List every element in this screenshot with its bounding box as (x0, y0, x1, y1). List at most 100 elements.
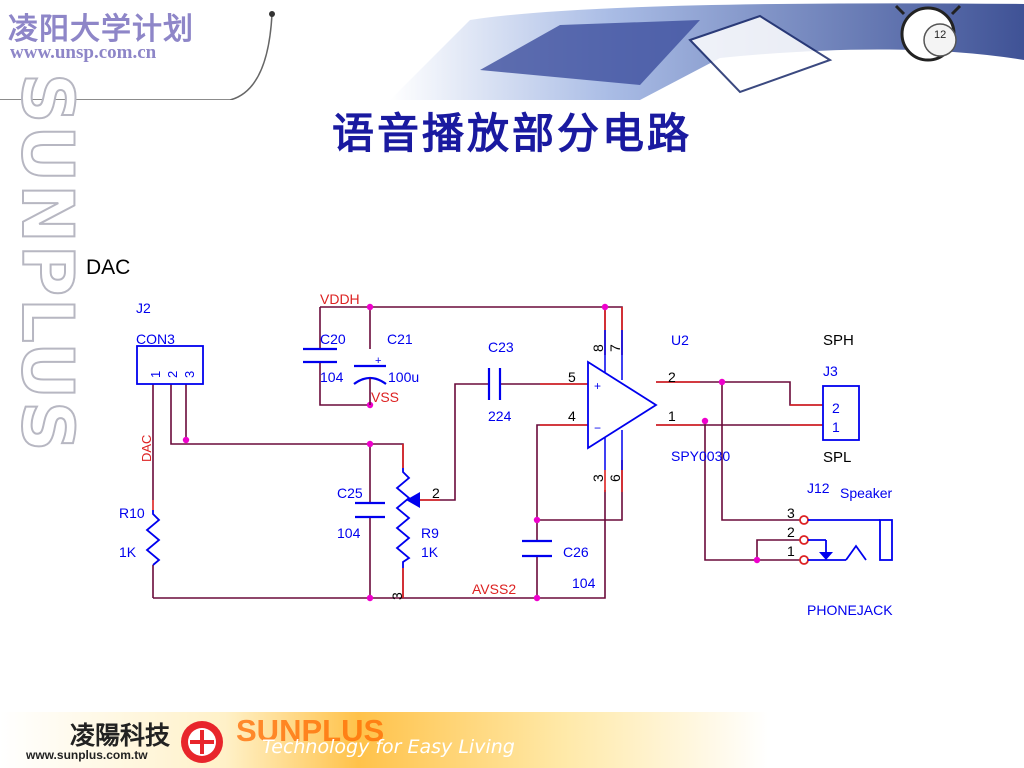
net-label-vddh: VDDH (320, 291, 360, 307)
j3-connector-body (822, 385, 860, 441)
j2-pin-2-label: 2 (165, 371, 180, 378)
j3-pin-2-label: 2 (832, 400, 840, 416)
wire-jack2-loop (756, 539, 800, 560)
c20-ref-label: C20 (320, 331, 346, 347)
footer-bar (0, 712, 1024, 768)
j2-connector-body (136, 345, 204, 385)
u2-pin-3-label: 3 (590, 474, 606, 482)
header-curve (0, 13, 273, 100)
r9-wiper-arrow (406, 492, 420, 508)
u2-pin-2-label: 2 (668, 369, 676, 385)
junction-dot (182, 436, 190, 444)
r9-ref-label: R9 (421, 525, 439, 541)
header-banner-shape-light (688, 14, 833, 94)
circuit-schematic: DAC J2 CON3 1 2 3 DAC VDDH C20 104 C21 +… (86, 256, 893, 618)
u2-pin-5-label: 5 (568, 369, 576, 385)
j2-pin-3-label: 3 (182, 371, 197, 378)
u2-pin-1-label: 1 (668, 408, 676, 424)
r10-value-label: 1K (119, 544, 137, 560)
footer-url: www.sunplus.com.tw (26, 748, 148, 762)
u2-ref-label: U2 (671, 332, 689, 348)
c23-ref-label: C23 (488, 339, 514, 355)
u2-pin-6-label: 6 (607, 474, 623, 482)
net-label-vss: VSS (371, 389, 399, 405)
j12-pin-2-label: 2 (787, 524, 795, 540)
wire-j2-pin2 (170, 384, 370, 445)
svg-text:12: 12 (934, 29, 946, 41)
junction-dot (366, 303, 374, 311)
net-label-avss2: AVSS2 (472, 581, 516, 597)
c20-capacitor (303, 347, 337, 364)
j2-value-label: CON3 (136, 331, 175, 347)
j12-name-label: PHONEJACK (807, 602, 893, 618)
footer-company-cn: 凌陽科技 (70, 721, 171, 750)
u2-minus-label: − (594, 421, 601, 435)
footer-brand: SUNPLUS (236, 713, 385, 748)
j2-pin-1-label: 1 (148, 371, 163, 378)
brand-title-cn: 凌阳大学计划 (8, 12, 194, 47)
j3-ref-label: J3 (823, 363, 838, 379)
u2-part-label: SPY0030 (671, 448, 730, 464)
j12-ref-label: J12 (807, 480, 830, 496)
u2-plus-label: + (594, 379, 601, 393)
u2-pin-8-label: 8 (590, 344, 606, 352)
wire-spl-to-jack1 (704, 421, 800, 561)
c25-ref-label: C25 (337, 485, 363, 501)
c26-capacitor (522, 539, 552, 558)
r9-potentiometer (395, 468, 411, 568)
c23-value-label: 224 (488, 408, 512, 424)
r10-ref-label: R10 (119, 505, 145, 521)
slide-title: 语音播放部分电路 (331, 109, 692, 158)
c21-plus-label: + (375, 355, 381, 367)
j12-jack-arrow (819, 552, 833, 560)
c23-capacitor (487, 368, 502, 400)
junction-dot (753, 556, 761, 564)
wire-vddh-bus (320, 306, 623, 355)
spl-label: SPL (823, 449, 851, 466)
wire-c20-bottom (319, 362, 370, 406)
sph-label: SPH (823, 332, 854, 349)
header-curve-dot (269, 11, 275, 17)
pin-stubs (152, 307, 823, 598)
c25-value-label: 104 (337, 525, 361, 541)
r9-wiper-pin-label: 2 (432, 485, 440, 501)
c26-value-label: 104 (572, 575, 596, 591)
wire-u2-out2 (656, 381, 823, 406)
r9-bottom-pin-label: 3 (389, 592, 405, 600)
r10-resistor (145, 510, 161, 566)
brand-url: www.unsp.com.cn (10, 42, 157, 63)
junction-dot (533, 594, 541, 602)
wire-r9-wiper (420, 383, 489, 501)
wire-ground-bus (153, 490, 606, 599)
wire-node-c25-r9 (370, 443, 404, 468)
j3-pin-1-label: 1 (832, 419, 840, 435)
j12-speaker-label: Speaker (840, 485, 892, 501)
junction-dot (701, 417, 709, 425)
c21-ref-label: C21 (387, 331, 413, 347)
j2-ref-label: J2 (136, 300, 151, 316)
c26-ref-label: C26 (563, 544, 589, 560)
footer-tagline: Technology for Easy Living (262, 736, 515, 758)
schematic-labels: DAC J2 CON3 1 2 3 DAC VDDH C20 104 C21 +… (86, 256, 893, 618)
sunplus-logo-icon (181, 721, 223, 763)
junction-dot (366, 440, 374, 448)
junctions (182, 303, 761, 602)
r9-value-label: 1K (421, 544, 439, 560)
u2-amplifier (587, 360, 658, 450)
net-label-dac: DAC (139, 435, 154, 462)
c21-value-label: 100u (388, 369, 419, 385)
junction-dot (533, 516, 541, 524)
junction-dot (366, 594, 374, 602)
clock-icon: 12 (894, 4, 962, 62)
u2-pin-7-label: 7 (607, 344, 623, 352)
j12-pin-3-label: 3 (787, 505, 795, 521)
junction-dot (601, 303, 609, 311)
wire-sph-to-jack3 (721, 382, 800, 521)
section-label-dac: DAC (86, 256, 130, 279)
j12-pin-1-label: 1 (787, 543, 795, 559)
junction-dot (718, 378, 726, 386)
header-banner-shape-dark (480, 20, 700, 85)
wire-pin6-net (537, 460, 623, 521)
header-decoration: 12 (0, 3, 1024, 100)
c20-value-label: 104 (320, 369, 344, 385)
